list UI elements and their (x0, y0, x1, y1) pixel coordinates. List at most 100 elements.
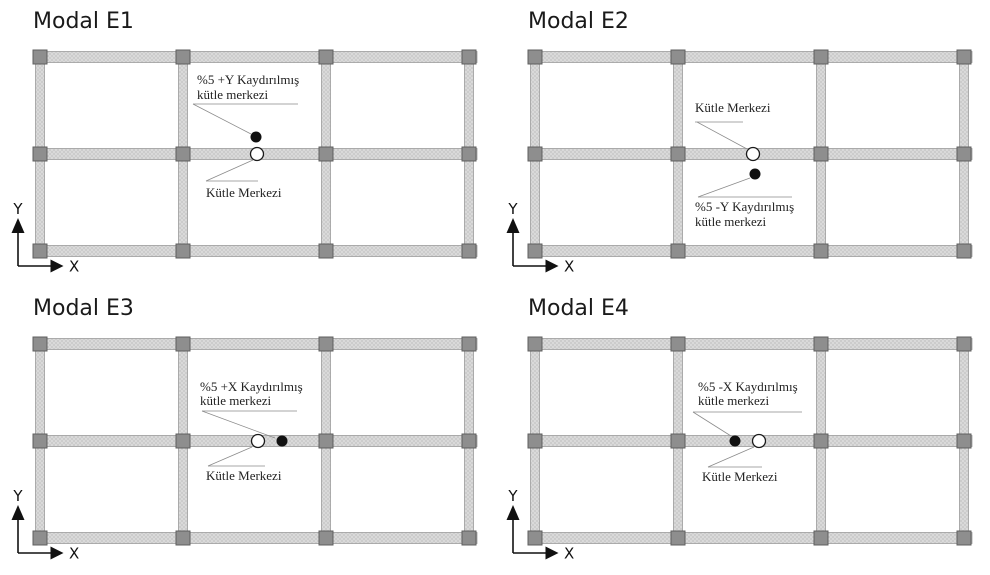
column-node (670, 49, 686, 65)
column-node (956, 146, 972, 162)
column-node (318, 433, 334, 449)
annotation-mass-center: Kütle Merkezi (205, 159, 282, 200)
column-node (318, 530, 334, 546)
leader-line (205, 159, 254, 182)
column-node (461, 530, 477, 546)
shifted-mass-center-marker (250, 131, 262, 143)
y-axis-arrow-icon (11, 505, 25, 520)
column-node (527, 336, 543, 352)
panel-title: Modal E3 (33, 296, 134, 321)
shifted-mass-label-line2: kütle merkezi (695, 214, 766, 229)
mass-center-label: Kütle Merkezi (206, 185, 282, 200)
column-node (813, 336, 829, 352)
column-node (527, 49, 543, 65)
y-axis-label: Y (12, 487, 23, 505)
leader-line (697, 177, 751, 198)
x-axis-label: X (564, 545, 574, 563)
column-node (813, 433, 829, 449)
x-axis-arrow-icon (545, 259, 559, 273)
leader-line (696, 121, 748, 150)
column-node (318, 146, 334, 162)
beam-line (527, 51, 973, 63)
beam-line (527, 245, 973, 257)
y-axis-arrow-icon (11, 218, 25, 233)
axis-indicator: Y X (11, 200, 79, 276)
mass-center-marker (751, 433, 767, 449)
annotation-shifted-mass: %5 +Y Kaydırılmış kütle merkezi (192, 72, 299, 135)
panel-modal-e4: Modal E4 %5 -X Kaydırılmış (506, 296, 973, 563)
leader-line (207, 446, 253, 467)
shifted-mass-center-marker (729, 435, 741, 447)
beam-line (32, 245, 478, 257)
x-axis-arrow-icon (50, 546, 64, 560)
annotation-shifted-mass: %5 +X Kaydırılmış kütle merkezi (200, 379, 303, 439)
column-node (32, 336, 48, 352)
panel-title: Modal E1 (33, 9, 134, 34)
column-node (32, 146, 48, 162)
panel-modal-e1: Modal E1 %5 +Y Kaydırılmış (11, 9, 478, 276)
column-node (461, 433, 477, 449)
axis-indicator: Y X (506, 487, 574, 563)
x-axis-arrow-icon (50, 259, 64, 273)
column-node (670, 433, 686, 449)
column-node (670, 243, 686, 259)
mass-center-marker (249, 146, 265, 162)
column-node (527, 146, 543, 162)
shifted-mass-label-line2: kütle merkezi (197, 87, 268, 102)
shifted-mass-label-line1: %5 +X Kaydırılmış (200, 379, 303, 394)
column-node (175, 49, 191, 65)
y-axis-label: Y (12, 200, 23, 218)
column-node (956, 530, 972, 546)
leader-line (192, 103, 252, 135)
x-axis-arrow-icon (545, 546, 559, 560)
annotation-shifted-mass: %5 -Y Kaydırılmış kütle merkezi (695, 177, 794, 229)
y-axis-label: Y (507, 200, 518, 218)
mass-center-label: Kütle Merkezi (702, 469, 778, 484)
panel-title: Modal E2 (528, 9, 629, 34)
beam-line (32, 51, 478, 63)
column-node (461, 336, 477, 352)
mass-center-marker (745, 146, 761, 162)
x-axis-label: X (69, 545, 79, 563)
column-node (813, 243, 829, 259)
column-node (527, 530, 543, 546)
leader-line (707, 446, 755, 468)
annotation-shifted-mass: %5 -X Kaydırılmış kütle merkezi (692, 379, 802, 437)
column-node (670, 336, 686, 352)
column-node (461, 49, 477, 65)
column-node (318, 243, 334, 259)
column-node (175, 433, 191, 449)
column-node (527, 433, 543, 449)
shifted-mass-center-marker (276, 435, 288, 447)
axis-indicator: Y X (11, 487, 79, 563)
leader-line (201, 410, 276, 439)
shifted-mass-center-marker (749, 168, 761, 180)
column-node (670, 530, 686, 546)
column-node (527, 243, 543, 259)
y-axis-arrow-icon (506, 505, 520, 520)
y-axis-label: Y (507, 487, 518, 505)
beam-line (527, 338, 973, 350)
shifted-mass-label-line1: %5 +Y Kaydırılmış (197, 72, 299, 87)
column-node (32, 243, 48, 259)
column-node (318, 49, 334, 65)
shifted-mass-label-line2: kütle merkezi (200, 393, 271, 408)
panel-modal-e3: Modal E3 %5 +X Kaydırılmış (11, 296, 478, 563)
beam-line (527, 532, 973, 544)
x-axis-label: X (564, 258, 574, 276)
axis-indicator: Y X (506, 200, 574, 276)
column-node (175, 530, 191, 546)
column-node (175, 146, 191, 162)
column-node (175, 243, 191, 259)
shifted-mass-label-line2: kütle merkezi (698, 393, 769, 408)
panel-title: Modal E4 (528, 296, 629, 321)
shifted-mass-label-line1: %5 -X Kaydırılmış (698, 379, 798, 394)
column-node (318, 336, 334, 352)
column-node (956, 243, 972, 259)
column-node (461, 146, 477, 162)
frame-plan (527, 336, 973, 546)
y-axis-arrow-icon (506, 218, 520, 233)
annotation-mass-center: Kütle Merkezi (695, 100, 771, 150)
